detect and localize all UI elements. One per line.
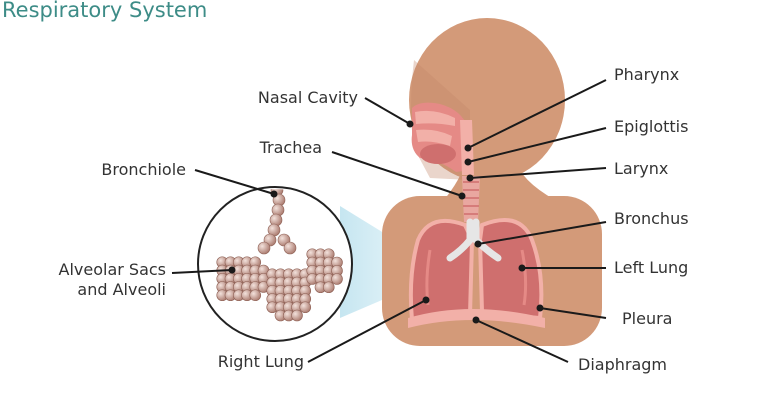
label-pleura: Pleura [622,309,673,328]
leader-larynx [469,167,607,179]
label-pharynx: Pharynx [614,65,680,84]
leader-alveolar-sacs [171,269,233,274]
alveolus-sphere [331,273,343,285]
leader-pleura [539,307,607,319]
label-epiglottis: Epiglottis [614,117,689,136]
leader-lines [171,79,607,363]
alveolus-sphere [257,241,271,255]
leader-bronchiole [194,169,275,195]
alveolus-sphere [249,289,262,302]
alveoli-magnified-view [197,186,353,342]
leader-dots [228,120,544,324]
alveolus-sphere [291,309,303,322]
alveolus-sphere [322,281,335,294]
label-left-lung: Left Lung [614,258,689,277]
label-alveolar-sacs-line2: and Alveoli [77,280,166,299]
page-title: Respiratory System [2,0,208,22]
label-bronchus: Bronchus [614,209,689,228]
label-nasal-cavity: Nasal Cavity [257,88,358,107]
label-alveolar-sacs-line1: Alveolar Sacs [58,260,167,279]
alveolus-sphere [283,241,297,255]
leader-bronchus [477,221,607,245]
leader-diaphragm [475,319,569,363]
label-larynx: Larynx [614,159,669,178]
label-bronchiole: Bronchiole [101,160,186,179]
label-diaphragm: Diaphragm [578,355,667,374]
alveolus-sphere [299,301,312,314]
leader-pharynx [467,79,607,149]
leader-epiglottis [467,127,607,163]
label-trachea: Trachea [259,138,322,157]
leader-trachea [331,151,463,197]
leader-nasal-cavity [364,97,411,125]
leader-right-lung [307,299,427,363]
trachea-shape [462,176,480,222]
label-right-lung: Right Lung [217,352,304,371]
